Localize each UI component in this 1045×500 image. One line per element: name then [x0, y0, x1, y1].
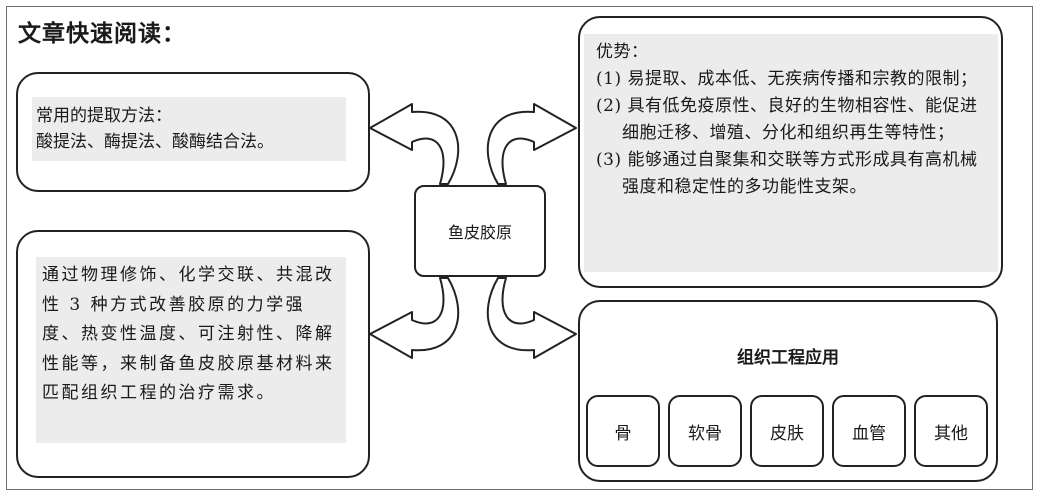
advantage-item: (2) 具有低免疫原性、良好的生物相容性、能促进细胞迁移、增殖、分化和组织再生等… [596, 96, 978, 143]
application-label: 其他 [934, 423, 968, 444]
applications-title: 组织工程应用 [737, 348, 839, 368]
extraction-methods-content: 常用的提取方法： 酸提法、酶提法、酸酶结合法。 [32, 97, 346, 161]
center-label: 鱼皮胶原 [447, 223, 512, 242]
advantage-item: (3) 能够通过自聚集和交联等方式形成具有高机械强度和稳定性的多功能性支架。 [596, 150, 978, 197]
application-label: 血管 [852, 423, 886, 444]
application-item-other: 其他 [914, 395, 988, 467]
curved-arrow-icon [486, 277, 577, 359]
application-item-skin: 皮肤 [750, 395, 824, 467]
outer-frame [6, 6, 1033, 490]
curved-arrow-icon [486, 103, 577, 185]
application-item-blood-vessel: 血管 [832, 395, 906, 467]
curved-arrow-icon [369, 277, 460, 359]
advantages-content: 优势： (1) 易提取、成本低、无疾病传播和宗教的限制； (2) 具有低免疫原性… [584, 34, 998, 272]
application-item-cartilage: 软骨 [668, 395, 742, 467]
extraction-methods-text: 酸提法、酶提法、酸酶结合法。 [36, 132, 274, 152]
application-label: 骨 [614, 423, 632, 444]
advantage-item: (1) 易提取、成本低、无疾病传播和宗教的限制； [596, 69, 978, 89]
page-title: 文章快速阅读： [18, 21, 186, 47]
modification-text: 通过物理修饰、化学交联、共混改性 3 种方式改善胶原的力学强度、热变性温度、可注… [42, 265, 335, 403]
advantages-title: 优势： [596, 42, 649, 62]
application-label: 软骨 [688, 423, 722, 444]
modification-content: 通过物理修饰、化学交联、共混改性 3 种方式改善胶原的力学强度、热变性温度、可注… [36, 257, 346, 443]
application-item-bone: 骨 [586, 395, 660, 467]
curved-arrow-icon [369, 103, 460, 185]
application-label: 皮肤 [770, 423, 804, 444]
extraction-methods-title: 常用的提取方法： [36, 106, 172, 126]
center-node: 鱼皮胶原 [414, 185, 546, 277]
